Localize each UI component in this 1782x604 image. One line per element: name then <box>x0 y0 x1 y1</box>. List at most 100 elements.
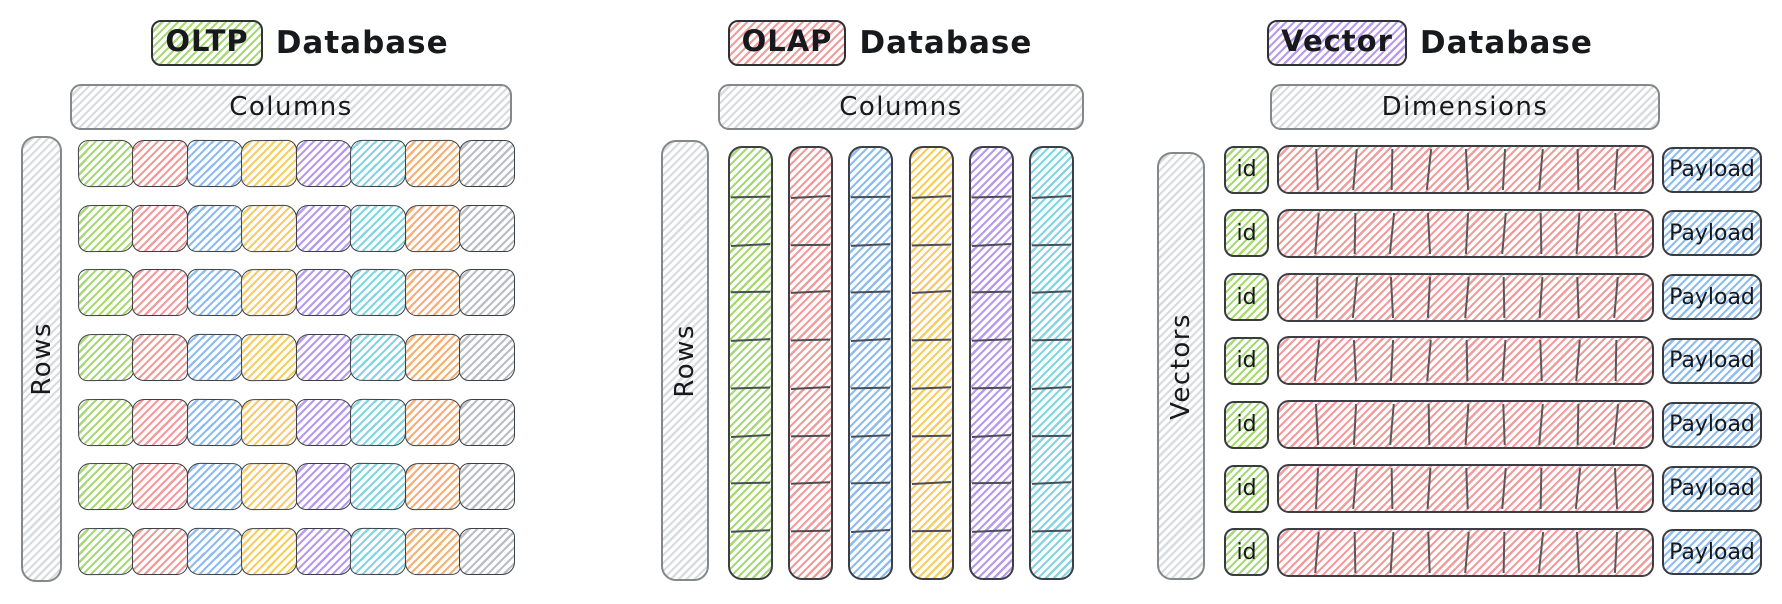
dimension-divider <box>1351 148 1358 191</box>
grid-cell <box>241 333 298 382</box>
segment-divider <box>791 194 831 199</box>
grid-cell <box>350 139 407 188</box>
dimension-divider <box>1315 148 1320 191</box>
grid-cell <box>350 269 407 317</box>
segment-divider <box>911 386 951 390</box>
dimension-divider <box>1577 148 1580 191</box>
segment-divider <box>851 338 891 343</box>
olap-column <box>968 146 1014 580</box>
dimension-divider <box>1502 404 1506 446</box>
segment-divider <box>911 338 951 342</box>
vector-bar <box>1277 272 1654 322</box>
dimension-divider <box>1539 340 1543 382</box>
dimension-divider <box>1390 468 1394 510</box>
grid-cell <box>241 269 298 317</box>
oltp-columns-header: Columns <box>70 84 512 130</box>
grid-cell <box>186 333 243 382</box>
grid-cell <box>404 139 461 188</box>
oltp-grid-row <box>77 333 515 382</box>
dimension-divider <box>1501 212 1507 254</box>
oltp-rows-bar: Rows <box>21 136 62 582</box>
payload-badge: Payload <box>1662 210 1762 257</box>
grid-cell <box>350 463 407 511</box>
vector-bar <box>1277 208 1654 258</box>
payload-badge-label: Payload <box>1669 412 1755 438</box>
segment-divider <box>791 385 831 390</box>
dimension-divider <box>1389 531 1395 573</box>
vector-vectors-bar-label: Vectors <box>1166 312 1196 420</box>
dimension-divider <box>1315 276 1319 318</box>
olap-title: OLAP Database <box>655 18 1105 68</box>
dimension-divider <box>1389 340 1394 382</box>
dimension-divider <box>1576 276 1581 318</box>
grid-cell <box>404 204 461 252</box>
dimension-divider <box>1353 212 1356 254</box>
id-badge-label: id <box>1236 412 1257 438</box>
oltp-title: OLTP Database <box>60 18 540 68</box>
segment-divider <box>1031 243 1071 247</box>
id-badge-label: id <box>1236 348 1257 374</box>
segment-divider <box>730 433 771 438</box>
grid-cell <box>77 204 135 252</box>
grid-cell <box>459 463 515 511</box>
segment-divider <box>911 481 951 486</box>
segment-divider <box>971 338 1011 342</box>
grid-cell <box>404 333 461 382</box>
dimension-divider <box>1314 531 1321 573</box>
payload-badge-label: Payload <box>1669 539 1755 565</box>
segment-divider <box>971 529 1011 534</box>
segment-divider <box>851 290 891 294</box>
grid-cell <box>404 527 461 576</box>
id-badge: id <box>1224 145 1269 194</box>
segment-divider <box>851 195 891 199</box>
dimension-divider <box>1502 531 1506 573</box>
payload-badge: Payload <box>1662 465 1762 512</box>
dimension-divider <box>1613 148 1619 191</box>
vector-bar <box>1277 400 1654 450</box>
segment-divider <box>851 529 891 534</box>
payload-badge-label: Payload <box>1669 348 1755 374</box>
payload-badge-label: Payload <box>1669 284 1755 310</box>
grid-cell <box>132 140 189 187</box>
vector-dimensions-header: Dimensions <box>1270 84 1660 130</box>
vector-bar <box>1277 527 1654 577</box>
segment-divider <box>971 386 1011 390</box>
olap-columns-header-label: Columns <box>839 92 963 122</box>
dimension-divider <box>1352 404 1357 446</box>
segment-divider <box>971 195 1011 199</box>
dimension-divider <box>1426 149 1433 190</box>
dimension-divider <box>1463 531 1470 573</box>
payload-badge: Payload <box>1662 146 1762 193</box>
dimension-divider <box>1538 148 1544 191</box>
dimension-divider <box>1613 531 1618 573</box>
payload-badge-label: Payload <box>1669 220 1755 246</box>
dimension-divider <box>1612 276 1619 318</box>
dimension-divider <box>1389 404 1395 446</box>
id-badge: id <box>1224 400 1269 449</box>
olap-columns-header: Columns <box>718 84 1084 130</box>
dimension-divider <box>1427 276 1432 318</box>
grid-cell <box>459 398 515 446</box>
segment-divider <box>730 195 771 199</box>
dimension-divider <box>1501 468 1507 510</box>
vector-title-text: Database <box>1419 25 1593 61</box>
segment-divider <box>730 338 771 343</box>
segment-divider <box>911 290 951 295</box>
vector-title: Vector Database <box>1210 18 1650 68</box>
grid-cell <box>404 398 461 446</box>
segment-divider <box>791 338 831 342</box>
grid-cell <box>132 269 189 317</box>
dimension-divider <box>1427 404 1431 446</box>
dimension-divider <box>1464 468 1469 510</box>
oltp-grid-row <box>77 398 515 446</box>
grid-cell <box>241 527 298 576</box>
dimension-divider <box>1464 148 1469 191</box>
olap-column <box>908 146 954 580</box>
grid-cell <box>132 204 189 252</box>
dimension-divider <box>1351 276 1358 318</box>
grid-cell <box>404 269 461 317</box>
oltp-grid <box>77 139 515 576</box>
grid-cell <box>295 269 352 317</box>
dimension-divider <box>1353 531 1356 573</box>
